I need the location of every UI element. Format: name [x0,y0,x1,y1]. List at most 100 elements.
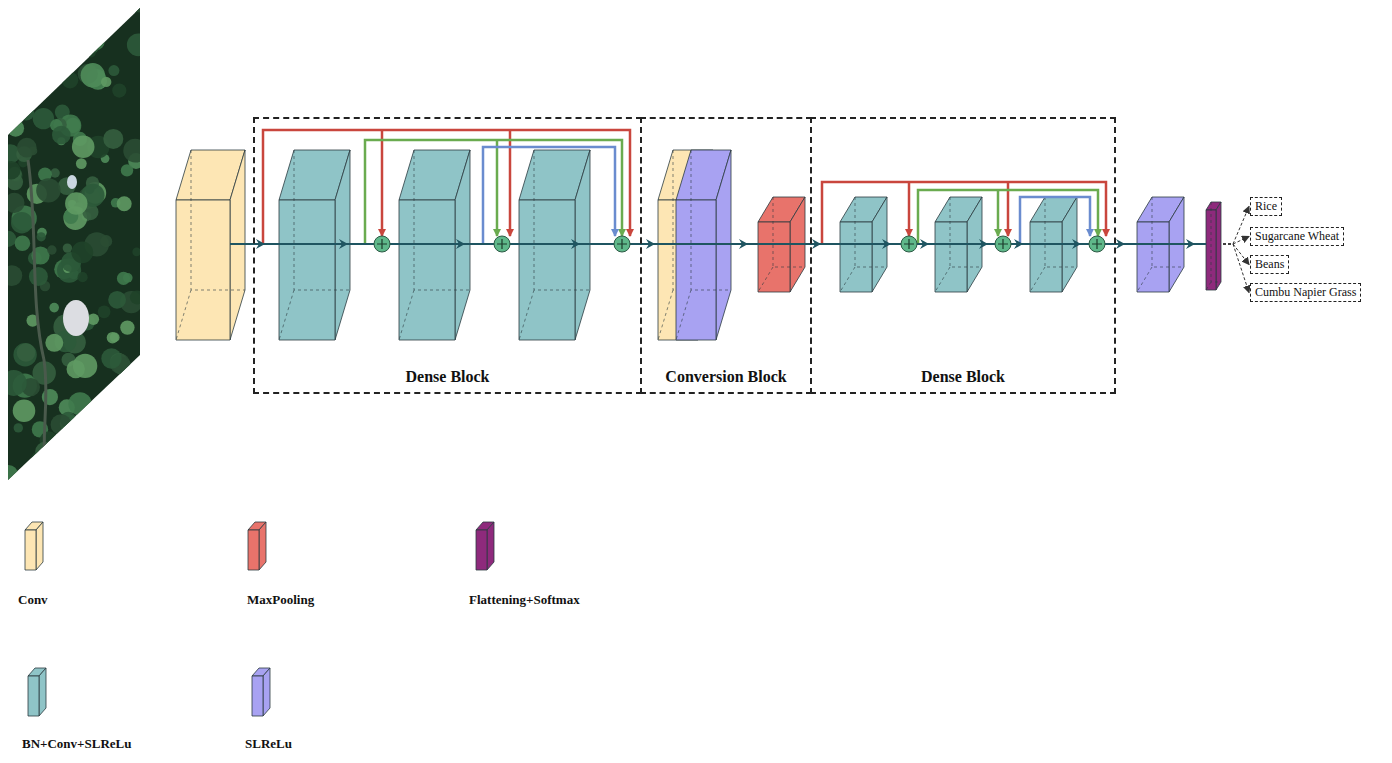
tree-crown [68,24,81,37]
tree-crown [47,245,56,254]
tree-crown [18,104,34,120]
forest-ground [0,0,150,490]
class-label: Cumbu Napier Grass [1255,285,1356,299]
tree-crown [74,453,84,463]
tree-crown [88,33,105,50]
sum-sign [1092,239,1102,249]
tree-crown [68,392,91,415]
tree-crown [11,212,33,234]
tree-crown [50,168,59,177]
tree-crown [71,471,90,490]
tree-crown [92,5,100,13]
tree-crown [43,480,51,488]
tree-crown [132,248,141,257]
sum-node [901,236,917,252]
flow-chevron [1014,239,1023,249]
tree-crown [17,138,37,158]
sum-node [995,236,1011,252]
tree-crown [49,303,59,313]
legend-label: MaxPooling [247,592,314,608]
sum-node [494,236,510,252]
tree-crown [36,178,60,202]
tree-crown [63,243,72,252]
tree-crown [72,136,95,159]
flow-chevron [812,239,821,249]
tree-crown [132,428,144,440]
class-label: Sugarcane Wheat [1255,229,1339,243]
swatch-face [25,530,36,570]
tree-crown [17,343,36,362]
swatch-face [487,522,494,570]
swatch-face [259,522,266,570]
tree-crown [78,272,88,282]
tree-crown [19,17,44,42]
tree-crown [40,460,48,468]
class-box: Beans [1250,255,1289,274]
legend-swatch [25,664,51,720]
tree-crown [0,231,16,247]
legend-label: Conv [18,592,48,608]
flow-chevron [1186,239,1195,249]
flatten-softmax-layer [1206,202,1221,290]
forest-photo [0,0,150,490]
tree-crown [57,457,81,481]
class-box: Rice [1250,197,1282,216]
class-label: Beans [1255,257,1284,271]
tree-crown [103,129,123,149]
output-pointer [1223,207,1249,245]
sum-sign [998,239,1008,249]
tree-crown [127,33,150,56]
legend-swatch [249,664,275,720]
tree-crown [0,465,18,484]
tree-crown [1,370,27,396]
block-label: Dense Block [812,368,1114,386]
swatch-face [28,676,39,716]
tree-crown [92,1,104,13]
tree-crown [81,63,105,87]
tree-crown [101,348,121,368]
tree-crown [86,48,96,58]
legend-label: Flattening+Softmax [469,592,580,608]
flow-chevron [1116,239,1125,249]
tree-crown [113,455,128,470]
box-front [758,222,790,292]
tree-crown [52,126,71,145]
tree-crown [73,354,97,378]
tree-crown [97,7,107,17]
skip-connection [263,130,630,244]
tree-crown [120,320,134,334]
tree-crown [121,164,133,176]
flow-chevron [456,239,465,249]
tree-crown [117,272,130,285]
tree-crown [129,0,143,13]
tree-crown [26,18,35,27]
output-pointer [1223,244,1249,293]
tree-crown [60,441,71,452]
tree-crown [15,0,36,21]
tree-crown [14,423,23,432]
skip-connection [1020,197,1090,244]
tree-crown [7,120,24,137]
box-front [1137,222,1169,292]
sum-sign [497,239,507,249]
box-front [1030,222,1062,292]
skip-connection [365,140,622,244]
tree-crown [133,471,146,484]
tree-crown [31,451,45,465]
tree-crown [2,265,23,286]
tree-crown [108,467,130,489]
tree-crown [62,72,79,89]
skip-connection [918,190,1098,244]
class-box: Sugarcane Wheat [1250,227,1344,246]
flow-chevron [1072,239,1081,249]
legend-label: BN+Conv+SLReLu [22,736,131,752]
tree-crown [117,196,132,211]
flow-chevron [920,239,929,249]
flow-chevron [882,239,891,249]
sum-node [614,236,630,252]
tree-crown [134,3,144,13]
box-front [279,200,335,340]
skip-connection [822,182,1106,244]
tree-crown [65,192,87,214]
